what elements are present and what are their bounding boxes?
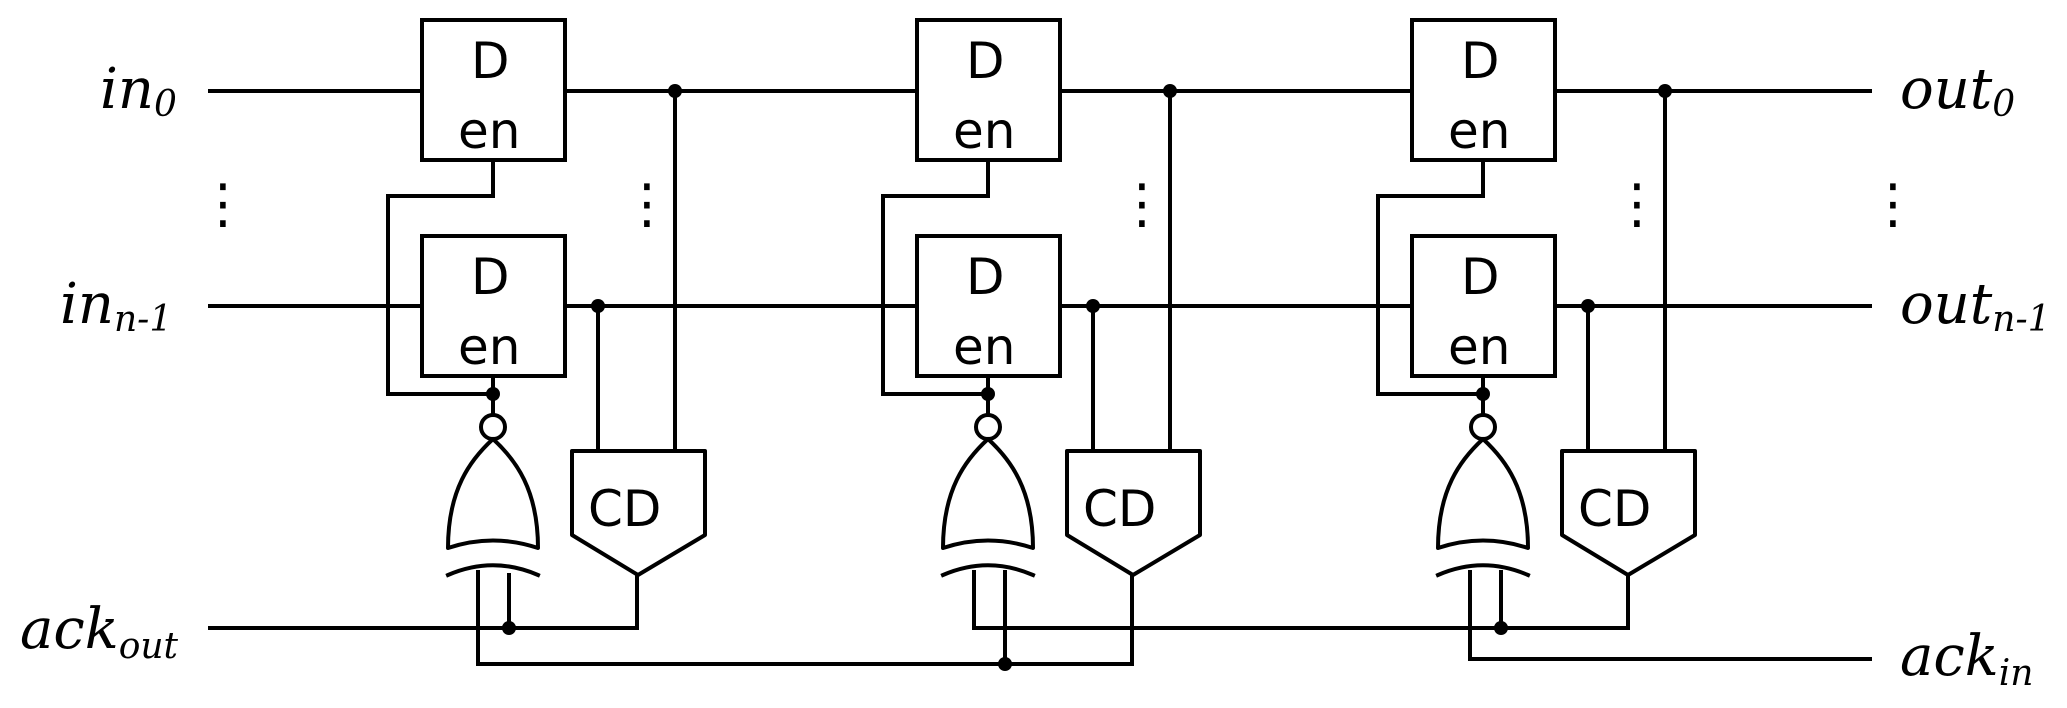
junction-ack-out bbox=[502, 621, 516, 635]
ellipsis-inputs: ⋮ bbox=[196, 172, 250, 235]
ellipsis-mid: ⋮ bbox=[1610, 172, 1664, 235]
cd-label: CD bbox=[1083, 480, 1156, 538]
flipflop-bottom bbox=[915, 234, 1062, 378]
junction-bus3 bbox=[1494, 621, 1508, 635]
ff-d-label: D bbox=[1461, 248, 1500, 306]
wire-en-top bbox=[1376, 158, 1485, 396]
ff-d-label: D bbox=[1461, 32, 1500, 90]
junction-en bbox=[981, 387, 995, 401]
junction-en bbox=[1476, 387, 1490, 401]
flipflop-top bbox=[420, 18, 567, 162]
ff-en-label: en bbox=[1448, 102, 1510, 160]
stage-3: D en D en ⋮ CD bbox=[1376, 18, 1697, 578]
xnor-extra-arc bbox=[1435, 563, 1531, 578]
ff-d-label: D bbox=[471, 248, 510, 306]
completion-detector bbox=[570, 449, 707, 577]
ff-d-label: D bbox=[966, 32, 1005, 90]
wire-xnor1-to-cd2 bbox=[476, 570, 1134, 666]
label-out0: out0 bbox=[1900, 57, 2015, 125]
xnor-extra-arc bbox=[940, 563, 1036, 578]
ellipsis-outputs: ⋮ bbox=[1866, 172, 1920, 235]
wire-en-top bbox=[386, 158, 495, 396]
junction-en bbox=[486, 387, 500, 401]
xnor-gate bbox=[446, 437, 540, 550]
flipflop-bottom bbox=[420, 234, 567, 378]
ff-d-label: D bbox=[966, 248, 1005, 306]
ff-en-label: en bbox=[458, 318, 520, 376]
cd-label: CD bbox=[1578, 480, 1651, 538]
xnor-gate bbox=[1436, 437, 1530, 550]
ellipsis-mid: ⋮ bbox=[1115, 172, 1169, 235]
ff-en-label: en bbox=[953, 318, 1015, 376]
xnor-bubble bbox=[974, 413, 1002, 441]
wire-xnor2-to-cd3 bbox=[972, 570, 1630, 630]
junction-bus2 bbox=[998, 657, 1012, 671]
completion-detector bbox=[1560, 449, 1697, 577]
wire-en-top bbox=[881, 158, 990, 396]
flipflop-bottom bbox=[1410, 234, 1557, 378]
cd-label: CD bbox=[588, 480, 661, 538]
wire-ack-in bbox=[1468, 570, 1872, 661]
label-out-n-1: outn-1 bbox=[1900, 272, 2051, 340]
stage-1: D en D en ⋮ CD bbox=[386, 18, 707, 578]
label-in-n-1: inn-1 bbox=[60, 272, 172, 340]
xnor-extra-arc bbox=[445, 563, 541, 578]
ff-en-label: en bbox=[458, 102, 520, 160]
label-in0: in0 bbox=[100, 57, 177, 125]
xnor-bubble bbox=[1469, 413, 1497, 441]
label-ack-in: ackin bbox=[1900, 624, 2033, 694]
ff-en-label: en bbox=[953, 102, 1015, 160]
ellipsis-mid: ⋮ bbox=[620, 172, 674, 235]
xnor-bubble bbox=[479, 413, 507, 441]
ff-en-label: en bbox=[1448, 318, 1510, 376]
label-ack-out: ackout bbox=[20, 597, 179, 667]
completion-detector bbox=[1065, 449, 1202, 577]
xnor-gate bbox=[941, 437, 1035, 550]
ff-d-label: D bbox=[471, 32, 510, 90]
stage-2: D en D en ⋮ CD bbox=[881, 18, 1202, 578]
